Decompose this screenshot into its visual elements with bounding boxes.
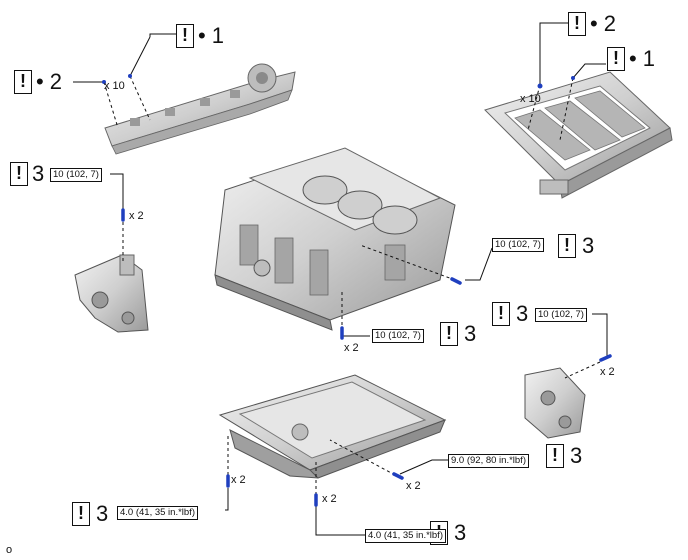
callout-number: 1 — [211, 23, 224, 48]
caution-mark: ! — [492, 302, 510, 326]
qty-pan-right: x 2 — [406, 480, 421, 492]
bolt-block-side — [450, 277, 462, 285]
sealant-dots — [102, 74, 575, 89]
corner-label: o — [6, 544, 13, 556]
caution-mark: ! — [568, 12, 586, 36]
caution-mark: ! — [440, 322, 458, 346]
callout-dot: • — [36, 69, 44, 94]
callout-number: 3 — [464, 321, 477, 346]
callout-number: 3 — [454, 520, 467, 545]
torque-spec-left-bracket: 10 (102, 7) — [50, 168, 102, 182]
caution-mark: ! — [546, 444, 564, 468]
callout-3-right-bracket: ! 3 — [492, 302, 528, 326]
leader-lines — [73, 22, 608, 536]
right-bearing-frame — [484, 71, 673, 199]
callout-number: 3 — [582, 233, 595, 258]
qty-left-bracket: x 2 — [129, 210, 144, 222]
qty-pan-left: x 2 — [231, 474, 246, 486]
qty-right-frame: x 10 — [520, 93, 541, 105]
caution-mark: ! — [10, 162, 28, 186]
callout-1-top: ! • 1 — [176, 24, 224, 48]
oil-pan — [218, 374, 447, 479]
torque-spec-right-bracket: 10 (102, 7) — [535, 308, 587, 322]
qty-left-rail: x 10 — [104, 80, 125, 92]
qty-block-bottom: x 2 — [344, 342, 359, 354]
torque-spec-block-bottom: 10 (102, 7) — [372, 329, 424, 343]
dot-left-rail — [128, 74, 132, 78]
callout-3-left-bracket: ! 3 — [10, 162, 44, 186]
bolt-right-bracket — [599, 354, 612, 362]
torque-spec-pan-bottom: 4.0 (41, 35 in.*lbf) — [365, 529, 446, 543]
callout-dot: • — [198, 23, 206, 48]
qty-pan-bottom: x 2 — [322, 493, 337, 505]
callout-number: 3 — [570, 443, 583, 468]
caution-mark: ! — [607, 47, 625, 71]
left-crankcase-rail — [104, 63, 296, 155]
callout-number: 3 — [96, 501, 109, 526]
callout-number: 3 — [516, 301, 529, 326]
bolt-markers — [121, 208, 612, 507]
callout-2-right: ! • 2 — [568, 12, 616, 36]
torque-spec-pan-left: 4.0 (41, 35 in.*lbf) — [117, 506, 198, 520]
bolt-pan-right — [392, 472, 404, 480]
callout-2-left: ! • 2 — [14, 70, 62, 94]
callout-number: 2 — [603, 11, 616, 36]
caution-mark: ! — [176, 24, 194, 48]
cylinder-block — [214, 147, 456, 331]
caution-mark: ! — [558, 234, 576, 258]
dot-right-frame — [537, 83, 543, 89]
torque-spec-block-side: 10 (102, 7) — [492, 238, 544, 252]
callout-3-pan-left: ! 3 — [72, 502, 108, 526]
callout-dot: • — [629, 46, 637, 71]
right-mount-bracket — [524, 367, 586, 439]
dot-right-frame-2 — [571, 76, 575, 80]
callout-3-pan-right: ! 3 — [546, 444, 582, 468]
callout-number: 3 — [32, 161, 45, 186]
callout-number: 2 — [49, 69, 62, 94]
torque-spec-pan-right: 9.0 (92, 80 in.*lbf) — [448, 454, 529, 468]
callout-1-right: ! • 1 — [607, 47, 655, 71]
qty-right-bracket: x 2 — [600, 366, 615, 378]
caution-mark: ! — [72, 502, 90, 526]
caution-mark: ! — [14, 70, 32, 94]
callout-dot: • — [590, 11, 598, 36]
left-mount-bracket — [74, 254, 149, 333]
dot-left-rail-2 — [102, 80, 106, 84]
callout-3-block-side: ! 3 — [558, 234, 594, 258]
callout-3-block-bottom: ! 3 — [440, 322, 476, 346]
callout-number: 1 — [642, 46, 655, 71]
